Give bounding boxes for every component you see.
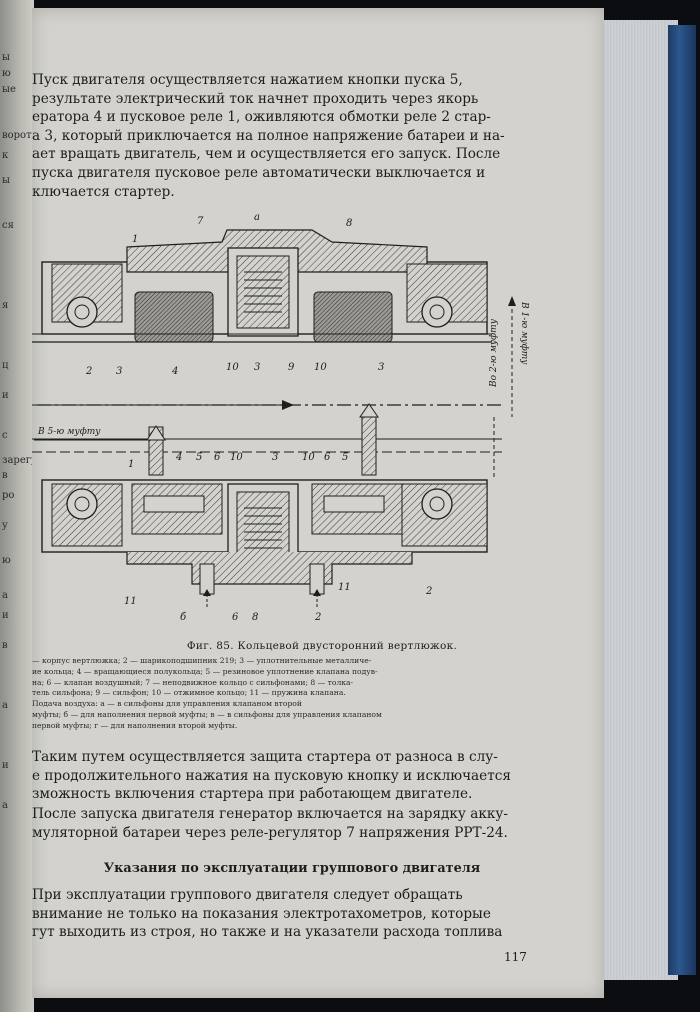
dimension-mid: Во 2-ю муфту — [489, 318, 499, 388]
third-paragraph: После запуска двигателя генератор включа… — [32, 805, 558, 842]
text-line: пуска двигателя пусковое реле автоматиче… — [32, 164, 486, 181]
adjacent-page-fragment: вороты — [2, 130, 34, 141]
text-line: При эксплуатации группового двигателя сл… — [32, 887, 463, 903]
text-line: ключается стартер. — [32, 183, 175, 200]
book-cover — [668, 25, 696, 975]
lower-assembly — [32, 403, 502, 607]
text-line: Пуск двигателя осуществляется нажатием к… — [32, 72, 463, 88]
text-line: После запуска двигателя генератор включа… — [32, 806, 508, 822]
callout-lower-bottom: 2 — [425, 586, 432, 597]
legend-line: — корпус вертлюжка; 2 — шарикоподшипник … — [32, 656, 372, 665]
callout-lower: 6 — [324, 452, 331, 463]
figure-legend: — корпус вертлюжка; 2 — шарикоподшипник … — [32, 656, 592, 732]
adjacent-page-fragment: с — [2, 430, 8, 441]
adjacent-page-fragment: ы — [2, 175, 10, 186]
callout-lower: 5 — [196, 452, 202, 463]
adjacent-page-fragment: ые — [2, 84, 16, 95]
adjacent-page-fragment: в — [2, 470, 8, 481]
callout-top: 7 — [197, 216, 204, 227]
text-line: внимание не только на показания электрот… — [32, 905, 491, 922]
legend-line: первой муфты; г — для наполнения второй … — [32, 720, 238, 730]
text-line: е продолжительного нажатия на пусковую к… — [32, 767, 511, 784]
callout-lower: 4 — [175, 452, 182, 463]
adjacent-page-fragment: и — [2, 390, 9, 401]
callout-upper: 3 — [254, 362, 260, 373]
figure-85: 1 7 а 8 2 3 4 10 3 9 10 3 1 4 5 6 10 3 1… — [32, 212, 604, 636]
page-stack-edge — [598, 20, 678, 980]
callout-lower: 10 — [302, 452, 315, 463]
intro-paragraph: Пуск двигателя осуществляется нажатием к… — [32, 71, 558, 201]
callout-lower-bottom: 6 — [232, 612, 239, 623]
legend-line: муфты; б — для наполнения первой муфты; … — [32, 709, 382, 719]
adjacent-page-fragment: ю — [2, 68, 11, 79]
adjacent-page-fragment: ц — [2, 360, 9, 371]
text-line: ератора 4 и пусковое реле 1, оживляются … — [32, 109, 491, 126]
adjacent-page-fragment: а — [2, 700, 8, 711]
page-number: 117 — [504, 950, 527, 964]
callout-lower: 6 — [214, 452, 221, 463]
callout-lower-bottom: 11 — [338, 582, 351, 593]
adjacent-page-fragment: а — [2, 590, 8, 601]
figure-caption: Фиг. 85. Кольцевой двусторонний вертлюжо… — [186, 640, 458, 652]
adjacent-page-edge: ыюыеворотыкысяяцисзарегувроуюаиваиа — [0, 0, 34, 1012]
text-line: муляторной батареи через реле-регулятор … — [32, 824, 508, 841]
adjacent-page-fragment: в — [2, 640, 8, 651]
text-line: гут выходить из строя, но также и на ука… — [32, 924, 503, 941]
legend-line: Подача воздуха: а — в сильфоны для управ… — [32, 699, 302, 709]
callout-upper: 10 — [314, 362, 327, 373]
text-line: ает вращать двигатель, чем и осуществляе… — [32, 146, 501, 163]
adjacent-page-fragment: ы — [2, 52, 10, 63]
adjacent-page-fragment: ся — [2, 220, 14, 231]
adjacent-page-fragment: к — [2, 150, 9, 161]
legend-line: тель сильфона; 9 — сильфон; 10 — отжимно… — [32, 688, 346, 698]
dimension-lower: В 5-ю муфту — [37, 427, 101, 437]
callout-lower: 10 — [230, 452, 243, 463]
text-line: результате электрический ток начнет прох… — [32, 90, 479, 107]
callout-lower: 1 — [128, 459, 134, 470]
callout-lower: 3 — [272, 452, 278, 463]
callout-upper: 2 — [85, 366, 92, 377]
callout-top: 8 — [346, 218, 352, 229]
adjacent-page-fragment: зарегу — [2, 455, 34, 466]
second-paragraph: Таким путем осуществляется защита старте… — [32, 748, 558, 804]
text-line: Таким путем осуществляется защита старте… — [32, 749, 498, 765]
adjacent-page-fragment: и — [2, 610, 9, 621]
callout-lower: 5 — [342, 452, 348, 463]
text-line: зможность включения стартера при работаю… — [32, 786, 473, 803]
callout-upper: 4 — [171, 366, 178, 377]
callout-lower-bottom: б — [180, 612, 187, 623]
adjacent-page-fragment: а — [2, 800, 8, 811]
callout-lower-bottom: 8 — [252, 612, 258, 623]
adjacent-page-fragment: я — [2, 300, 9, 311]
callout-lower-bottom: 11 — [124, 596, 137, 607]
callout-top: 1 — [132, 234, 138, 245]
adjacent-page-fragment: и — [2, 760, 9, 771]
callout-upper: 3 — [116, 366, 122, 377]
callout-upper: 9 — [288, 362, 295, 373]
adjacent-page-fragment: у — [2, 520, 8, 531]
legend-line: на; 6 — клапан воздушный; 7 — неподвижно… — [32, 677, 354, 687]
last-paragraph: При эксплуатации группового двигателя сл… — [32, 886, 558, 942]
book-page: Пуск двигателя осуществляется нажатием к… — [32, 8, 604, 998]
dimension-upper: В 1-ю муфту — [519, 301, 529, 365]
callout-top: а — [254, 212, 260, 223]
swivel-drawing: 1 7 а 8 2 3 4 10 3 9 10 3 1 4 5 6 10 3 1… — [32, 212, 529, 623]
section-heading: Указания по эксплуатации группового двиг… — [103, 861, 481, 876]
adjacent-page-fragment: ро — [2, 490, 15, 501]
callout-upper: 3 — [378, 362, 384, 373]
callout-lower-bottom: 2 — [314, 612, 321, 623]
callout-upper: 10 — [226, 362, 239, 373]
figure-callouts: 1 7 а 8 2 3 4 10 3 9 10 3 1 4 5 6 10 3 1… — [85, 212, 432, 623]
legend-line: ие кольца; 4 — вращающиеся полукольца; 5… — [32, 666, 378, 676]
adjacent-page-fragment: ю — [2, 555, 11, 566]
upper-assembly — [32, 229, 516, 417]
text-line: а 3, который приключается на полное напр… — [32, 127, 505, 144]
